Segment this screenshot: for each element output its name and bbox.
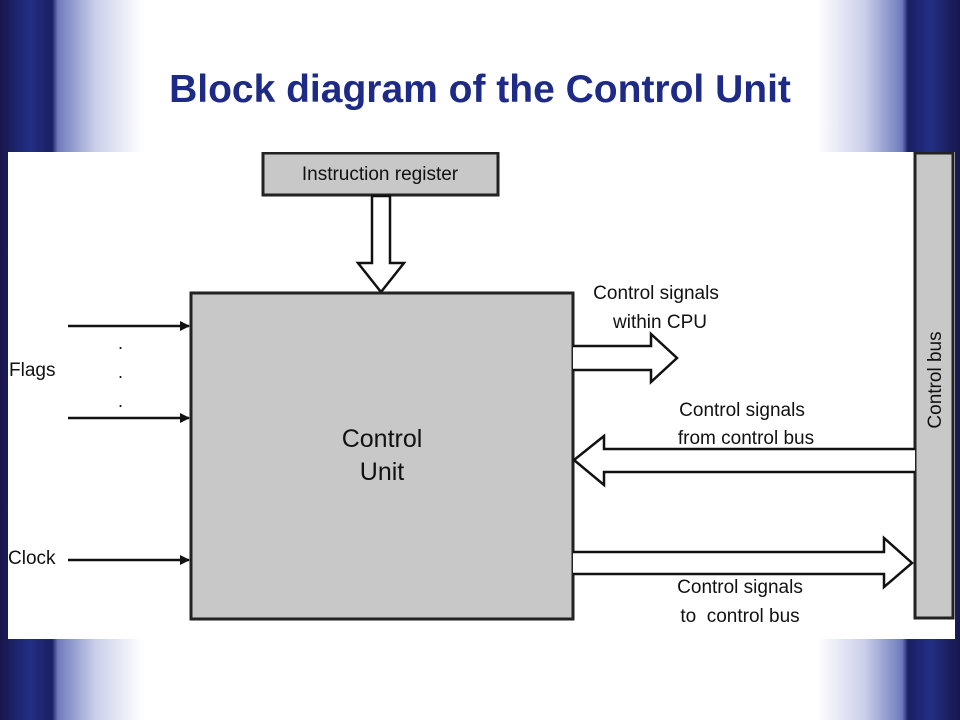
within-cpu-label-line2: within CPU (612, 312, 707, 333)
clock-label: Clock (8, 548, 56, 569)
control-unit-diagram: Instruction register Control Unit Contro… (8, 151, 955, 627)
flags-ellipsis-dot-3: . (118, 391, 123, 411)
control-unit-block (189, 291, 575, 621)
control-unit-label-line2: Unit (360, 458, 405, 486)
from-bus-label-line2: from control bus (678, 428, 814, 449)
instruction-register-label: Instruction register (302, 164, 459, 185)
diagram-panel: Instruction register Control Unit Contro… (8, 151, 955, 639)
slide-title: Block diagram of the Control Unit (169, 68, 791, 111)
to-bus-arrow (573, 535, 914, 590)
within-cpu-label-line1: Control signals (593, 283, 719, 304)
control-bus-bar (913, 151, 955, 620)
to-bus-label-line2: to control bus (680, 606, 799, 627)
flags-ellipsis-dot-1: . (118, 333, 123, 353)
from-bus-arrow (572, 433, 915, 488)
from-bus-label-line1: Control signals (679, 400, 805, 421)
flags-ellipsis-dot-2: . (118, 362, 123, 382)
instruction-down-arrow (355, 194, 407, 295)
instruction-register-block (261, 151, 500, 197)
flags-label: Flags (9, 360, 55, 381)
control-bus-label: Control bus (925, 331, 946, 428)
to-bus-label-line1: Control signals (677, 577, 803, 598)
within-cpu-arrow (573, 331, 679, 385)
control-unit-label-line1: Control (342, 425, 423, 453)
